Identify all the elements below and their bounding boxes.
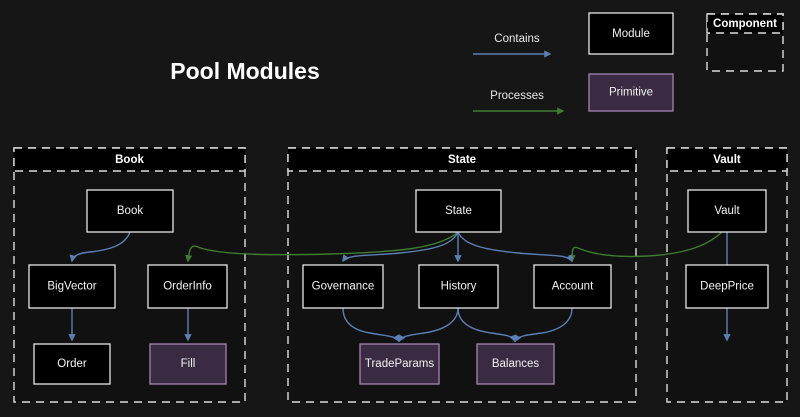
node-fill-box[interactable] xyxy=(149,343,227,385)
edge-governance-to-tradeparams xyxy=(342,307,400,343)
node-account-label: Account xyxy=(552,281,594,293)
edge-book-to-bigvector xyxy=(69,231,131,263)
node-tradeparams-label: TradeParams xyxy=(365,358,434,370)
node-deepprice-label: DeepPrice xyxy=(700,281,754,293)
legend-module-box xyxy=(588,12,674,55)
cluster-state-header xyxy=(287,147,637,172)
node-fill-label: Fill xyxy=(181,358,196,370)
edge-vault-to-account xyxy=(568,231,723,263)
edges-processes xyxy=(185,231,723,263)
edge-state-to-governance xyxy=(342,231,459,263)
node-account-box[interactable] xyxy=(533,264,612,309)
node-bigvector[interactable]: BigVector xyxy=(28,264,116,309)
cluster-state-label: State xyxy=(448,154,476,166)
legend-component-label: Component xyxy=(713,18,777,30)
node-bigvector-box[interactable] xyxy=(28,264,116,309)
cluster-book-label: Book xyxy=(115,154,144,166)
node-order-box[interactable] xyxy=(33,343,111,385)
node-account[interactable]: Account xyxy=(533,264,612,309)
node-state-box[interactable] xyxy=(415,189,502,233)
legend-module-label: Module xyxy=(612,28,650,40)
node-order-label: Order xyxy=(57,358,87,370)
node-vault-box[interactable] xyxy=(687,189,767,233)
node-book-box[interactable] xyxy=(86,189,174,233)
node-fill[interactable]: Fill xyxy=(149,343,227,385)
node-tradeparams-box[interactable] xyxy=(359,343,440,385)
node-governance-label: Governance xyxy=(312,281,375,293)
edge-state-to-account xyxy=(457,231,573,263)
node-history-box[interactable] xyxy=(418,264,499,309)
node-governance-box[interactable] xyxy=(302,264,384,309)
legend-primitive-label: Primitive xyxy=(609,87,653,99)
node-book[interactable]: Book xyxy=(86,189,174,233)
page-title: Pool Modules xyxy=(170,58,320,84)
legend: Contains Processes Module Primitive Comp… xyxy=(473,12,784,115)
edge-account-to-balances xyxy=(514,307,573,343)
legend-component-header xyxy=(706,13,784,34)
node-history-label: History xyxy=(441,281,477,293)
edge-history-to-tradeparams xyxy=(398,307,459,343)
cluster-book-header xyxy=(13,147,246,172)
edge-state-to-orderinfo xyxy=(185,231,459,263)
node-balances[interactable]: Balances xyxy=(476,343,555,385)
node-tradeparams[interactable]: TradeParams xyxy=(359,343,440,385)
node-state[interactable]: State xyxy=(415,189,502,233)
edge-history-to-balances xyxy=(457,307,517,343)
node-book-label: Book xyxy=(117,205,143,217)
cluster-vault-header xyxy=(666,147,788,172)
node-history[interactable]: History xyxy=(418,264,499,309)
node-vault[interactable]: Vault xyxy=(687,189,767,233)
node-balances-box[interactable] xyxy=(476,343,555,385)
node-governance[interactable]: Governance xyxy=(302,264,384,309)
node-state-label: State xyxy=(445,205,472,217)
node-vault-label: Vault xyxy=(714,205,740,217)
legend-contains-label: Contains xyxy=(494,33,540,45)
node-order[interactable]: Order xyxy=(33,343,111,385)
node-deepprice-box[interactable] xyxy=(685,264,769,309)
node-balances-label: Balances xyxy=(492,358,540,370)
cluster-vault-label: Vault xyxy=(713,154,741,166)
node-orderinfo[interactable]: OrderInfo xyxy=(147,264,228,309)
node-orderinfo-box[interactable] xyxy=(147,264,228,309)
legend-primitive-box xyxy=(588,73,674,112)
node-deepprice[interactable]: DeepPrice xyxy=(685,264,769,309)
node-orderinfo-label: OrderInfo xyxy=(163,281,212,293)
node-bigvector-label: BigVector xyxy=(47,281,96,293)
legend-processes-label: Processes xyxy=(490,90,544,102)
